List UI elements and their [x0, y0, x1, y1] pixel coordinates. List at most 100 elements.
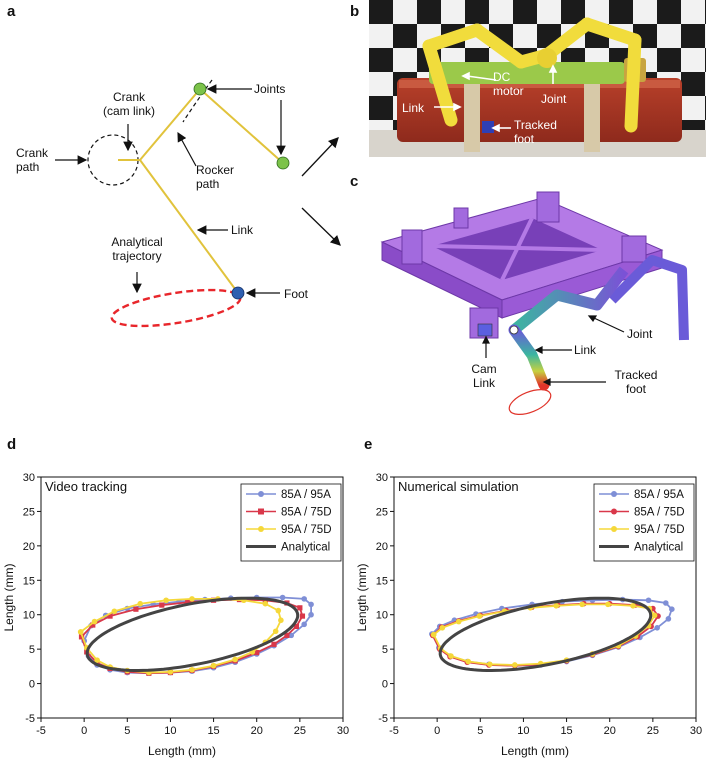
series-point-0 — [665, 616, 672, 622]
legend-box — [240, 483, 342, 562]
photo-label-tracked-foot: Tracked foot — [514, 118, 557, 146]
x-tick-label: 20 — [251, 725, 263, 737]
series-point-2 — [455, 618, 462, 625]
photo-tracked-foot — [482, 121, 494, 133]
series-point-0 — [308, 601, 314, 608]
upper-link — [139, 88, 201, 161]
y-tick-label: 25 — [376, 506, 388, 518]
series-point-2 — [137, 600, 144, 607]
series-point-0 — [301, 596, 307, 602]
upper-right-link — [199, 88, 284, 164]
cad-label-tracked-foot: Tracked foot — [614, 368, 658, 396]
series-point-0 — [301, 621, 307, 628]
cad-link — [510, 266, 629, 335]
series-point-2 — [430, 631, 437, 638]
x-tick-label: 15 — [560, 725, 572, 737]
photo-label-joint: Joint — [541, 92, 567, 106]
legend-label: 95A / 75D — [634, 524, 685, 536]
legend-label: Analytical — [634, 542, 683, 554]
x-tick-label: 25 — [294, 725, 306, 737]
legend-swatch-marker — [611, 508, 617, 515]
x-tick-label: 0 — [81, 725, 87, 737]
series-point-1 — [271, 641, 277, 647]
legend-label: 85A / 75D — [281, 507, 332, 519]
y-tick-label: 15 — [376, 575, 388, 587]
panel-d-letter: d — [7, 436, 17, 453]
analytical-trajectory-ellipse — [110, 288, 242, 328]
series-point-2 — [448, 653, 454, 659]
y-tick-label: 15 — [23, 575, 35, 587]
series-point-2 — [272, 628, 279, 635]
cad-label-joint: Joint — [627, 327, 653, 341]
chart-title: Numerical simulation — [398, 479, 519, 494]
y-axis-label: Length (mm) — [355, 563, 369, 631]
panel-a-letter: a — [7, 3, 16, 20]
series-point-2 — [553, 602, 560, 609]
series-point-2 — [278, 617, 284, 624]
series-point-2 — [189, 667, 195, 673]
legend-swatch-marker — [611, 491, 617, 497]
photo-label-dc-motor: DC motor — [493, 70, 524, 98]
series-point-1 — [254, 649, 260, 656]
series-point-2 — [439, 624, 446, 631]
series-point-2 — [630, 602, 636, 609]
x-axis-label: Length (mm) — [501, 744, 569, 758]
photo-dc-motor — [429, 62, 625, 84]
robot-photo — [369, 0, 706, 157]
series-point-2 — [262, 600, 269, 607]
series-point-1 — [185, 599, 191, 605]
y-tick-label: 20 — [23, 541, 35, 553]
legend-swatch-marker — [258, 491, 264, 497]
chart-title: Video tracking — [45, 479, 127, 494]
series-point-2 — [111, 608, 118, 615]
y-axis-label: Length (mm) — [2, 563, 16, 631]
series-point-0 — [288, 632, 295, 639]
y-tick-label: 10 — [23, 610, 35, 622]
y-tick-label: 25 — [23, 506, 35, 518]
rocker-path-arrow — [177, 131, 197, 167]
label-foot: Foot — [284, 287, 309, 301]
series-point-0 — [645, 597, 652, 604]
label-crank-cam-link: Crank (cam link) — [102, 90, 155, 118]
y-tick-label: -5 — [378, 713, 388, 725]
x-tick-label: 0 — [434, 725, 440, 737]
y-tick-label: 30 — [376, 472, 388, 484]
series-point-2 — [476, 613, 483, 619]
series-point-1 — [133, 606, 139, 612]
plot-frame — [393, 476, 697, 719]
foot-marker — [231, 286, 245, 300]
x-tick-label: 15 — [207, 725, 219, 737]
series-point-1 — [90, 622, 96, 628]
joint-right — [276, 156, 290, 170]
series-point-1 — [78, 634, 85, 640]
label-analytical-trajectory: Analytical trajectory — [111, 235, 163, 263]
series-point-0 — [308, 611, 314, 618]
series-point-0 — [654, 624, 660, 631]
cad-label-cam-link: Cam Link — [471, 362, 497, 390]
series-point-2 — [232, 656, 238, 663]
x-axis-label: Length (mm) — [148, 744, 216, 758]
series-point-2 — [189, 596, 195, 602]
x-tick-label: 5 — [477, 725, 483, 737]
legend-swatch-marker — [258, 526, 264, 532]
series-point-0 — [663, 600, 669, 606]
series-point-0 — [279, 594, 286, 601]
legend-label: Analytical — [281, 542, 330, 554]
x-tick-label: -5 — [389, 725, 399, 737]
x-tick-label: 10 — [517, 725, 529, 737]
series-analytical-line — [85, 596, 300, 672]
series-analytical-line — [438, 596, 653, 672]
series-point-1 — [159, 602, 165, 608]
series-line-2 — [432, 603, 656, 666]
series-point-2 — [77, 629, 84, 635]
series-point-2 — [210, 662, 217, 669]
series-line-1 — [80, 598, 304, 675]
legend-swatch-marker — [258, 508, 264, 515]
series-point-2 — [651, 612, 658, 619]
series-point-1 — [284, 632, 290, 638]
series-point-2 — [465, 658, 472, 665]
label-rocker-path: Rocker path — [196, 163, 235, 191]
series-point-2 — [579, 601, 585, 608]
